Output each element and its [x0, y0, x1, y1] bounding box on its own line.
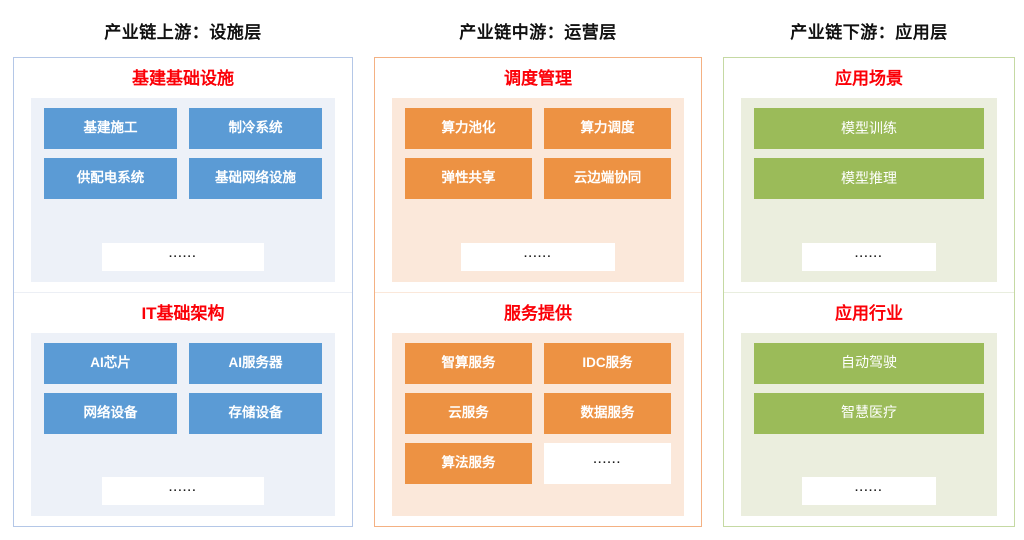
column-upstream: 产业链上游：设施层 基建基础设施 基建施工 制冷系统 供配电系统 基础网络设施 …: [13, 0, 353, 540]
section-midstream-1: 调度管理 算力池化 算力调度 弹性共享 云边端协同 ······: [375, 58, 701, 292]
item-grid-downstream-2: 自动驾驶 智慧医疗: [754, 342, 984, 469]
ellipsis-row: ······: [44, 242, 322, 271]
item-box[interactable]: 基础网络设施: [189, 158, 322, 199]
item-box[interactable]: 算力池化: [405, 108, 532, 149]
ellipsis-row: ······: [754, 242, 984, 271]
item-box[interactable]: 网络设备: [44, 392, 177, 434]
section-body-downstream-2: 自动驾驶 智慧医疗 ······: [741, 332, 997, 516]
section-title-downstream-1: 应用场景: [835, 69, 903, 88]
item-box[interactable]: AI服务器: [189, 342, 322, 384]
item-box[interactable]: 数据服务: [544, 392, 671, 434]
column-header-upstream: 产业链上游：设施层: [104, 23, 262, 42]
item-grid-upstream-2: AI芯片 AI服务器 网络设备 存储设备: [44, 342, 322, 469]
item-box[interactable]: IDC服务: [544, 342, 671, 384]
item-box[interactable]: 云边端协同: [544, 158, 671, 199]
item-box[interactable]: 基建施工: [44, 108, 177, 149]
panel-midstream: 调度管理 算力池化 算力调度 弹性共享 云边端协同 ······ 服务提供: [374, 57, 702, 527]
section-body-downstream-1: 模型训练 模型推理 ······: [741, 98, 997, 282]
item-box[interactable]: 供配电系统: [44, 158, 177, 199]
panel-downstream: 应用场景 模型训练 模型推理 ······ 应用行业 自动驾驶 智慧医: [723, 57, 1015, 527]
section-title-downstream-2: 应用行业: [835, 303, 903, 323]
item-grid-upstream-1: 基建施工 制冷系统 供配电系统 基础网络设施: [44, 108, 322, 234]
column-header-downstream: 产业链下游：应用层: [790, 23, 948, 42]
item-box[interactable]: 模型训练: [754, 108, 984, 149]
ellipsis-box[interactable]: ······: [102, 477, 264, 505]
ellipsis-row: ······: [754, 477, 984, 505]
section-title-midstream-2: 服务提供: [504, 303, 572, 323]
item-box[interactable]: 弹性共享: [405, 158, 532, 199]
ellipsis-box[interactable]: ······: [802, 477, 936, 505]
item-box[interactable]: 存储设备: [189, 392, 322, 434]
section-upstream-2: IT基础架构 AI芯片 AI服务器 网络设备 存储设备 ······: [14, 291, 352, 527]
item-grid-midstream-1: 算力池化 算力调度 弹性共享 云边端协同: [405, 108, 671, 234]
item-box[interactable]: 自动驾驶: [754, 342, 984, 384]
item-box[interactable]: 智算服务: [405, 342, 532, 384]
section-title-upstream-1: 基建基础设施: [132, 69, 234, 88]
item-box[interactable]: 算力调度: [544, 108, 671, 149]
item-box[interactable]: 模型推理: [754, 158, 984, 199]
section-upstream-1: 基建基础设施 基建施工 制冷系统 供配电系统 基础网络设施 ······: [14, 58, 352, 292]
ellipsis-box[interactable]: ······: [544, 442, 671, 484]
item-box[interactable]: AI芯片: [44, 342, 177, 384]
ellipsis-row: ······: [44, 477, 322, 505]
column-downstream: 产业链下游：应用层 应用场景 模型训练 模型推理 ······ 应用行业: [723, 0, 1015, 540]
ellipsis-box[interactable]: ······: [802, 242, 936, 271]
column-midstream: 产业链中游：运营层 调度管理 算力池化 算力调度 弹性共享 云边端协同 ····…: [374, 0, 702, 540]
panel-upstream: 基建基础设施 基建施工 制冷系统 供配电系统 基础网络设施 ······ IT基…: [13, 57, 353, 527]
ellipsis-box[interactable]: ······: [102, 242, 264, 271]
section-body-upstream-1: 基建施工 制冷系统 供配电系统 基础网络设施 ······: [31, 98, 335, 282]
section-downstream-2: 应用行业 自动驾驶 智慧医疗 ······: [724, 291, 1014, 527]
section-body-upstream-2: AI芯片 AI服务器 网络设备 存储设备 ······: [31, 332, 335, 516]
item-box[interactable]: 云服务: [405, 392, 532, 434]
section-midstream-2: 服务提供 智算服务 IDC服务 云服务 数据服务 算法服务 ······: [375, 291, 701, 527]
ellipsis-row: ······: [405, 242, 671, 271]
section-title-midstream-1: 调度管理: [504, 69, 572, 88]
item-grid-midstream-2: 智算服务 IDC服务 云服务 数据服务 算法服务 ······: [405, 342, 671, 506]
column-header-midstream: 产业链中游：运营层: [459, 23, 617, 42]
section-body-midstream-2: 智算服务 IDC服务 云服务 数据服务 算法服务 ······: [392, 332, 684, 516]
item-grid-downstream-1: 模型训练 模型推理: [754, 108, 984, 234]
item-box[interactable]: 制冷系统: [189, 108, 322, 149]
section-downstream-1: 应用场景 模型训练 模型推理 ······: [724, 58, 1014, 292]
section-body-midstream-1: 算力池化 算力调度 弹性共享 云边端协同 ······: [392, 98, 684, 282]
section-title-upstream-2: IT基础架构: [141, 303, 225, 323]
ellipsis-box[interactable]: ······: [460, 242, 616, 271]
item-box[interactable]: 智慧医疗: [754, 392, 984, 434]
item-box[interactable]: 算法服务: [405, 442, 532, 484]
